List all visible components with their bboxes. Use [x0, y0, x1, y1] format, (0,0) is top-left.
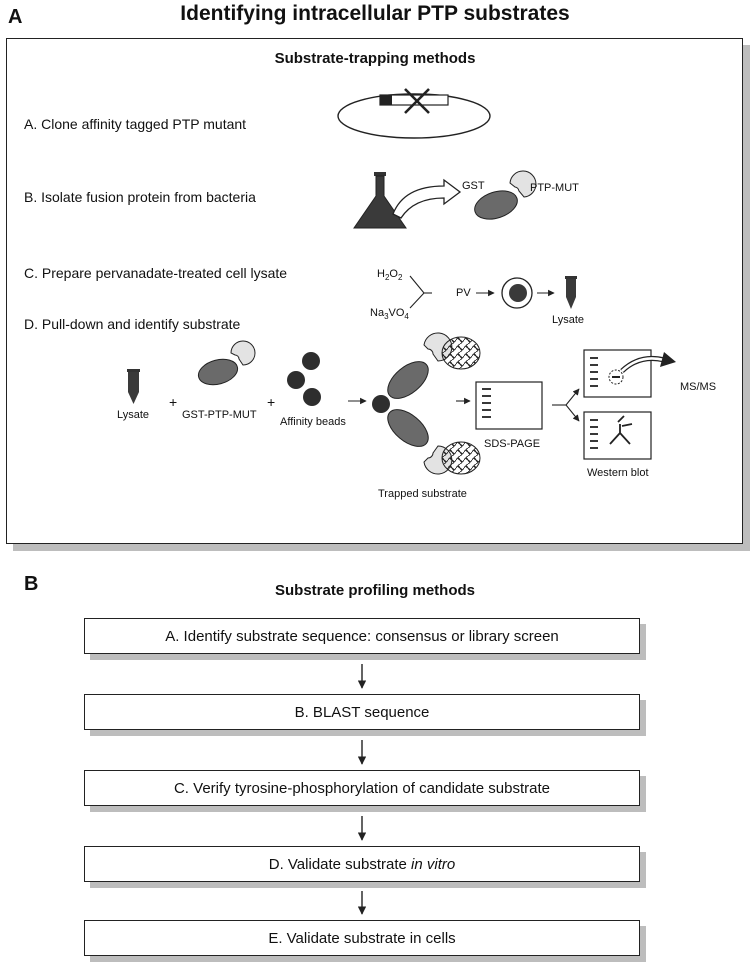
trapping-step-d: D. Pull-down and identify substrate [24, 316, 241, 332]
panel-a-letter: A [8, 6, 23, 28]
profiling-step-b: B. BLAST sequence [84, 694, 640, 730]
trapping-step-b: B. Isolate fusion protein from bacteria [24, 189, 256, 205]
profiling-step-a-text: A. Identify substrate sequence: consensu… [165, 627, 559, 645]
substrate-profiling-subtitle: Substrate profiling methods [274, 582, 475, 599]
affinity-beads-label: Affinity beads [280, 416, 346, 428]
sds-page-gel-icon [475, 381, 543, 430]
curved-arrow-icon [392, 178, 462, 219]
merge-lines [409, 275, 425, 309]
profiling-step-e: E. Validate substrate in cells [84, 920, 640, 956]
flask-icon [353, 172, 407, 229]
profiling-step-d: D. Validate substrate in vitro [84, 846, 640, 882]
gst-ptp-mut-label: GST-PTP-MUT [182, 409, 257, 421]
profiling-flow-arrows [357, 664, 367, 915]
lysate-label-c: Lysate [552, 314, 585, 326]
substrate-trapping-diagram [127, 88, 676, 475]
profiling-step-d-italic: in vitro [411, 855, 456, 873]
plus-sign-1: + [169, 394, 178, 410]
lysate-label-d: Lysate [117, 409, 150, 421]
na3vo4-label: Na3VO4 [370, 307, 409, 322]
sds-page-label: SDS-PAGE [484, 438, 541, 450]
ms-gel-icon [583, 349, 676, 398]
fusion-protein-icon [474, 170, 537, 220]
h2o2-label: H2O2 [377, 268, 403, 283]
lysate-tube-icon [127, 369, 140, 404]
substrate-trapping-subtitle: Substrate-trapping methods [274, 50, 476, 67]
profiling-step-c: C. Verify tyrosine-phosphorylation of ca… [84, 770, 640, 806]
gst-ptp-mut-icon [197, 340, 256, 386]
profiling-step-d-text: D. Validate substrate [268, 855, 412, 873]
profiling-step-e-text: E. Validate substrate in cells [268, 929, 456, 947]
western-blot-icon [583, 411, 652, 460]
ms-ms-label: MS/MS [680, 381, 717, 393]
trapped-substrate-icon [372, 332, 481, 475]
trapped-substrate-label: Trapped substrate [378, 488, 467, 500]
pv-label: PV [456, 287, 471, 299]
ptp-mut-label: PTP-MUT [530, 182, 579, 194]
split-arrow [552, 388, 580, 422]
trapping-step-c: C. Prepare pervanadate-treated cell lysa… [24, 265, 288, 281]
plus-sign-2: + [267, 394, 276, 410]
cell-icon [501, 277, 533, 309]
affinity-beads-icon [287, 352, 321, 406]
plasmid-icon [337, 88, 491, 139]
panel-a-title: Identifying intracellular PTP substrates [180, 2, 570, 25]
lysate-tube-icon [565, 276, 577, 309]
profiling-step-a: A. Identify substrate sequence: consensu… [84, 618, 640, 654]
western-blot-label: Western blot [587, 467, 649, 479]
profiling-step-c-text: C. Verify tyrosine-phosphorylation of ca… [173, 779, 551, 797]
gst-label: GST [462, 180, 485, 192]
profiling-step-b-text: B. BLAST sequence [294, 703, 430, 721]
trapping-step-a: A. Clone affinity tagged PTP mutant [24, 116, 247, 132]
panel-b-letter: B [24, 573, 39, 595]
